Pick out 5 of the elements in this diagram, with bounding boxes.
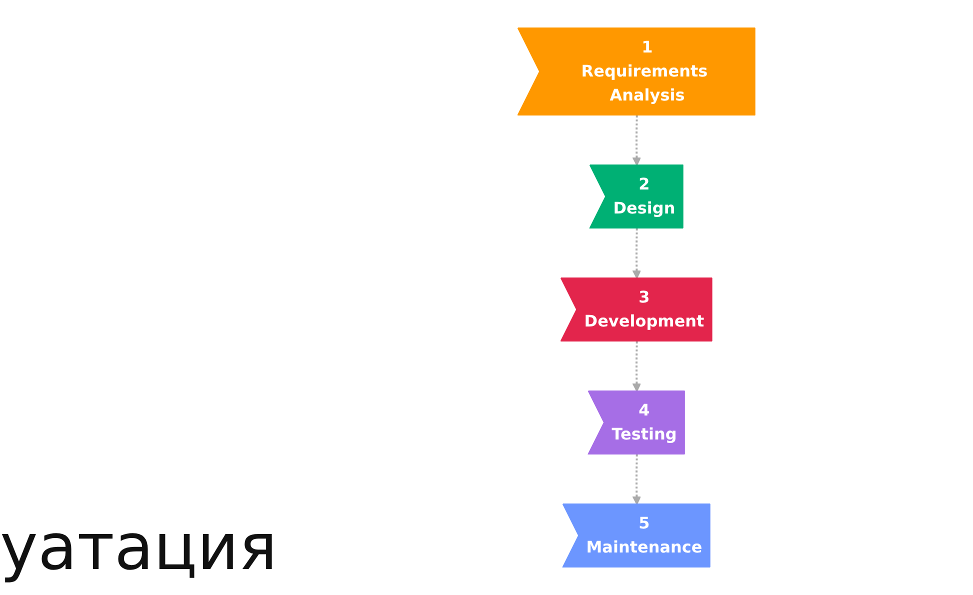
arrow	[632, 115, 642, 166]
arrow	[632, 341, 642, 392]
arrow	[632, 454, 642, 505]
label-text: уатация	[0, 511, 278, 585]
arrow	[632, 228, 642, 279]
